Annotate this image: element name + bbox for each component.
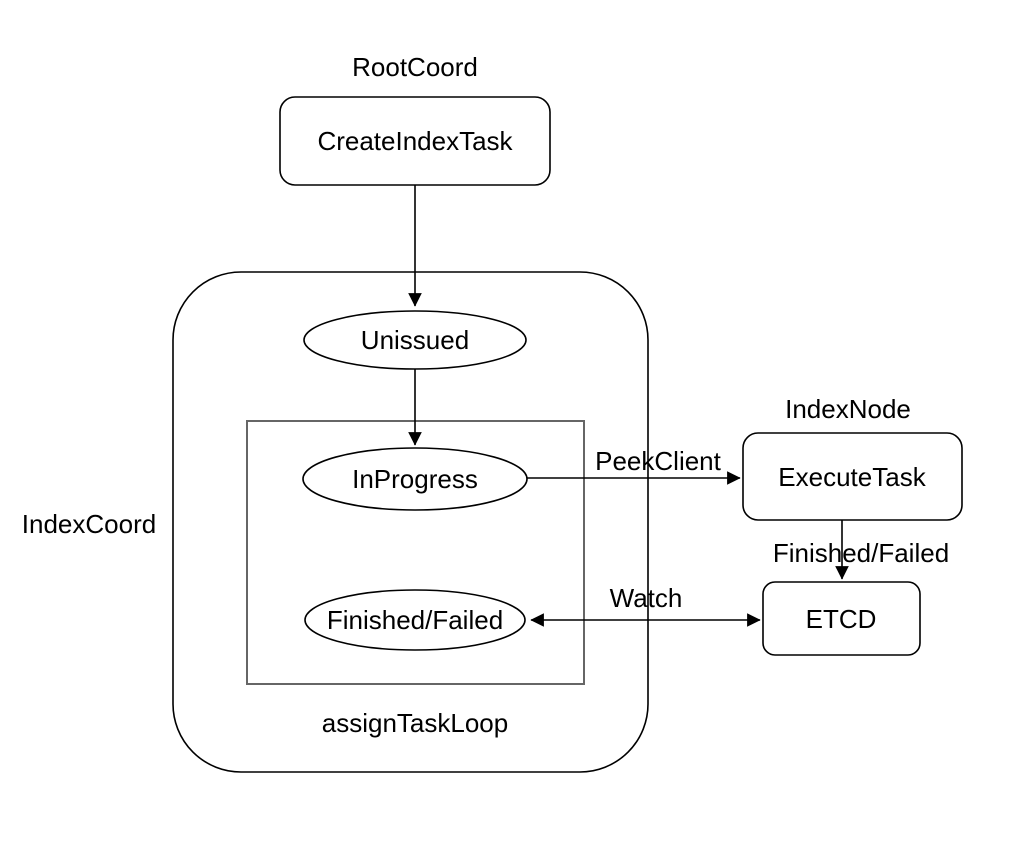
execute-task-label: ExecuteTask bbox=[778, 462, 926, 492]
index-coord-label: IndexCoord bbox=[22, 509, 156, 539]
peek-client-edge-label: PeekClient bbox=[595, 446, 722, 476]
assign-task-loop-label: assignTaskLoop bbox=[322, 708, 508, 738]
watch-edge-label: Watch bbox=[610, 583, 683, 613]
node-execute-task bbox=[742, 432, 963, 521]
index-node-label: IndexNode bbox=[785, 394, 911, 424]
create-index-task-label: CreateIndexTask bbox=[317, 126, 513, 156]
index-coord-container bbox=[172, 271, 649, 773]
finished-failed-state-label: Finished/Failed bbox=[327, 605, 503, 635]
node-finished-failed bbox=[304, 589, 526, 651]
unissued-label: Unissued bbox=[361, 325, 469, 355]
etcd-label: ETCD bbox=[806, 604, 877, 634]
in-progress-label: InProgress bbox=[352, 464, 478, 494]
finished-failed-edge-label: Finished/Failed bbox=[773, 538, 949, 568]
node-etcd bbox=[762, 581, 921, 656]
node-unissued bbox=[303, 310, 527, 370]
node-in-progress bbox=[302, 447, 528, 511]
node-create-index-task bbox=[279, 96, 551, 186]
root-coord-label: RootCoord bbox=[352, 52, 478, 82]
